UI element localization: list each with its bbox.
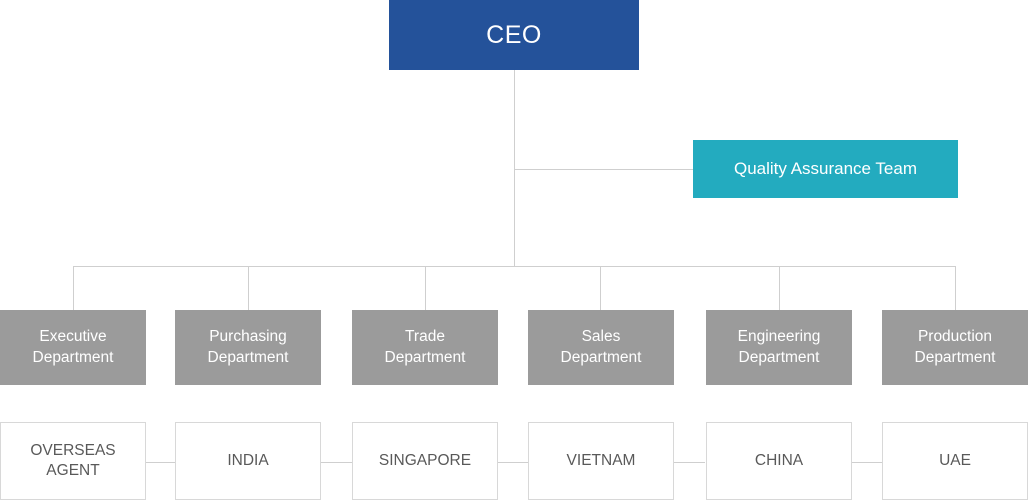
connector-drop-executive [73,266,74,311]
node-region-vietnam-label: VIETNAM [566,451,636,469]
node-quality-assurance-team-label: Quality Assurance Team [734,158,917,178]
node-department-purchasing-label: Purchasing Department [207,328,289,366]
connector-department-bus [73,266,956,267]
node-department-executive-label: Executive Department [32,328,114,366]
node-department-purchasing[interactable]: Purchasing Department [175,310,321,385]
node-region-india[interactable]: INDIA [175,422,321,500]
connector-singapore-to-vietnam [498,462,528,463]
node-department-sales-label: Sales Department [560,328,642,366]
node-region-overseas-agent[interactable]: OVERSEAS AGENT [0,422,146,500]
node-department-engineering[interactable]: Engineering Department [706,310,852,385]
connector-drop-sales [600,266,601,311]
node-region-china[interactable]: CHINA [706,422,852,500]
node-region-china-label: CHINA [754,451,804,469]
node-department-executive[interactable]: Executive Department [0,310,146,385]
node-region-uae-label: UAE [939,451,971,469]
node-ceo-label: CEO [486,20,542,49]
node-department-production[interactable]: Production Department [882,310,1028,385]
node-region-singapore-label: SINGAPORE [378,451,472,469]
node-department-trade-label: Trade Department [384,328,466,366]
node-region-india-label: INDIA [227,451,269,469]
connector-overseas-to-india [146,462,176,463]
node-department-trade[interactable]: Trade Department [352,310,498,385]
node-region-overseas-agent-label: OVERSEAS AGENT [30,441,116,479]
connector-india-to-singapore [321,462,352,463]
connector-drop-purchasing [248,266,249,311]
connector-ceo-trunk [514,70,515,267]
node-region-vietnam[interactable]: VIETNAM [528,422,674,500]
node-department-production-label: Production Department [914,328,996,366]
node-department-sales[interactable]: Sales Department [528,310,674,385]
node-department-engineering-label: Engineering Department [737,328,821,366]
connector-ceo-to-quality [514,169,694,170]
connector-vietnam-to-china [674,462,705,463]
node-ceo[interactable]: CEO [389,0,639,70]
connector-drop-production [955,266,956,311]
node-region-singapore[interactable]: SINGAPORE [352,422,498,500]
connector-drop-engineering [779,266,780,311]
connector-drop-trade [425,266,426,311]
node-region-uae[interactable]: UAE [882,422,1028,500]
node-quality-assurance-team[interactable]: Quality Assurance Team [693,140,958,198]
connector-china-to-uae [852,462,882,463]
